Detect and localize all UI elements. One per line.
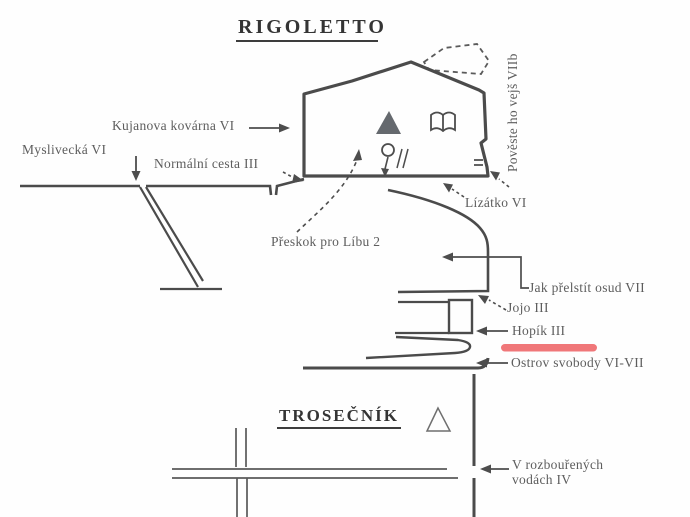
jak-prelstit-arrow <box>442 252 529 289</box>
route-label-rozbourenych-line1: V rozbouřených <box>512 457 604 472</box>
route-label-normalni: Normální cesta III <box>154 156 259 171</box>
roads <box>172 428 458 517</box>
route-label-poveste: Pověste ho vejš VIIb <box>505 53 520 172</box>
crack-marks <box>396 148 409 169</box>
block-outline <box>447 298 474 335</box>
book-icon <box>430 111 456 133</box>
shelf-lines <box>395 300 449 335</box>
hopik-red-highlight <box>501 344 597 352</box>
ground-line-left <box>20 177 305 196</box>
wedge-outline <box>365 335 472 360</box>
massif-top-edge <box>303 357 490 370</box>
route-label-preskok: Přeskok pro Líbu 2 <box>271 234 381 249</box>
route-label-ostrov: Ostrov svobody VI-VII <box>511 355 644 370</box>
ring-icon <box>381 143 395 177</box>
lizatko-arrow <box>443 183 465 198</box>
normalni-arrow <box>282 171 304 183</box>
main-rock-outline <box>302 60 490 178</box>
route-label-kujanova: Kujanova kovárna VI <box>112 118 235 133</box>
summit-triangle-icon <box>376 111 401 134</box>
route-label-jak-prelstit: Jak přelstít osud VII <box>529 280 645 295</box>
approach-path <box>139 186 222 291</box>
hopik-arrow <box>476 326 508 336</box>
dashed-ledge-outline <box>422 43 491 75</box>
massif-title: TROSEČNÍK <box>277 406 402 429</box>
route-label-rozbourenych-line2: vodách IV <box>512 472 572 487</box>
jojo-arrow <box>478 295 507 311</box>
route-label-rozbourenych: V rozbouřených vodách IV <box>512 457 642 487</box>
summit-triangle-outline-icon <box>425 406 452 432</box>
preskok-arrow <box>296 149 362 233</box>
route-label-jojo: Jojo III <box>507 300 549 315</box>
poveste-arrow <box>490 171 510 188</box>
route-label-hopik: Hopík III <box>512 323 566 338</box>
rozbourenych-arrow <box>480 464 509 474</box>
route-label-myslivecka: Myslivecká VI <box>22 142 107 157</box>
kujanova-arrow <box>249 123 290 133</box>
ostrov-arrow <box>476 358 508 368</box>
ledge-mark <box>474 159 483 166</box>
sector-title: RIGOLETTO <box>236 16 384 42</box>
myslivecka-arrow <box>131 156 141 181</box>
ground-line-right <box>387 188 490 294</box>
route-label-lizatko: Lízátko VI <box>465 195 527 210</box>
